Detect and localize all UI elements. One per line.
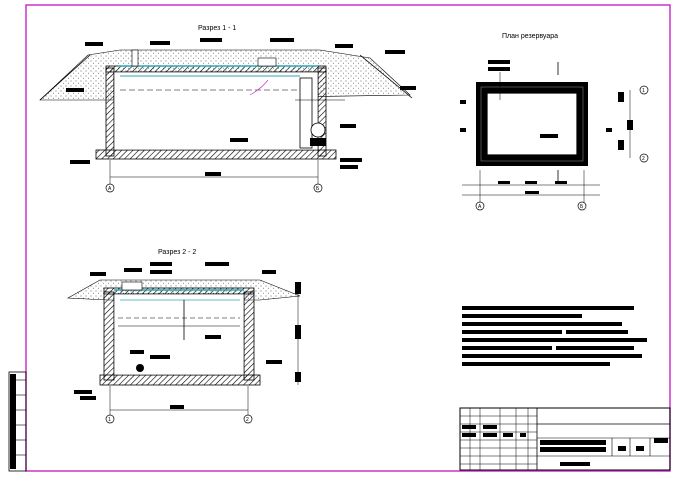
binding-strip [8,371,27,472]
section-2-2-drawing [66,262,301,424]
axis-label-1-sec2: 1 [108,417,111,423]
notes-block [462,306,647,366]
plan-drawing [460,60,649,211]
title-block [459,407,671,471]
plan-title: План резервуара [502,33,558,40]
section-2-2-title: Разрез 2 - 2 [158,249,196,256]
sheet-frame [25,4,671,472]
axis-label-1-plan: 1 [642,88,645,94]
axis-label-b-plan: Б [580,204,584,210]
axis-label-a-1: А [108,186,112,192]
axis-label-2-plan: 2 [642,156,645,162]
section-1-1-title: Разрез 1 - 1 [198,25,236,32]
axis-label-2-sec2: 2 [246,417,249,423]
section-1-1-drawing [39,38,416,193]
axis-label-a-plan: А [478,204,482,210]
axis-label-b-1: Б [316,186,320,192]
